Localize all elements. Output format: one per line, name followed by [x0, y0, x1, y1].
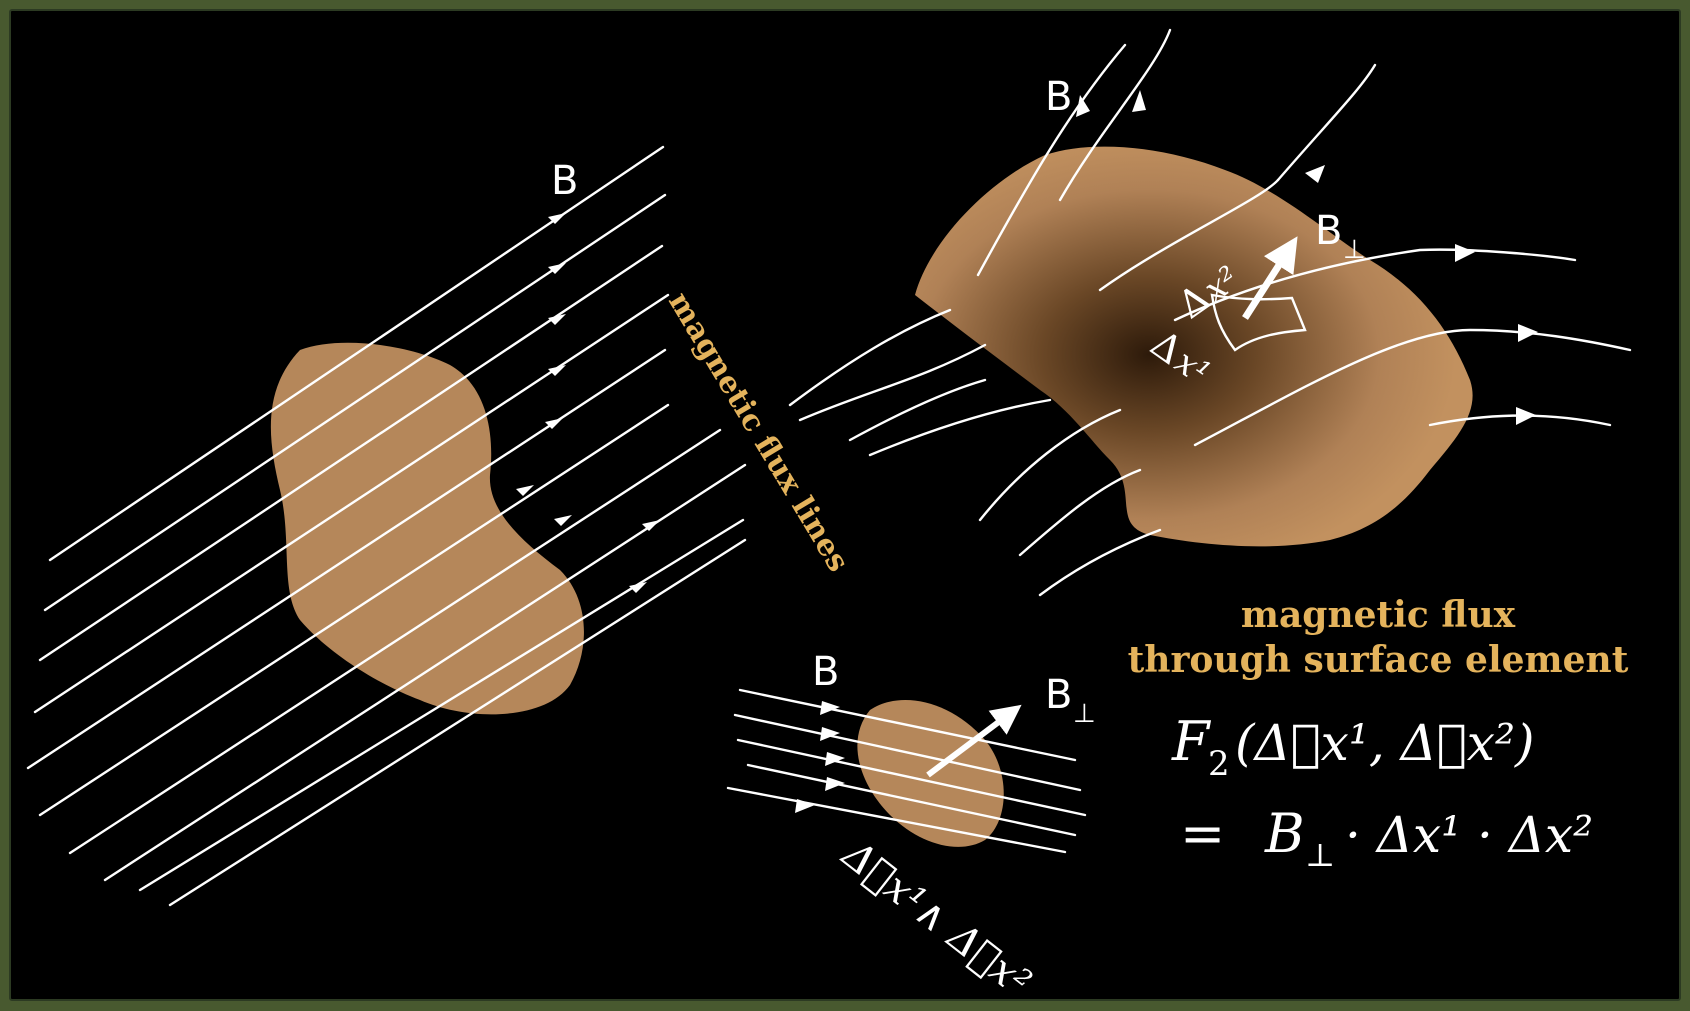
b-label-left: B	[551, 158, 578, 204]
formula-func: F	[1171, 710, 1212, 773]
curved-surface-group: B B ⊥ Δ x² Δ x¹	[790, 30, 1630, 595]
caption-line-2: through surface element	[1128, 639, 1629, 681]
curved-flux-line	[1278, 65, 1375, 180]
arrowhead	[1305, 165, 1325, 183]
b-label-top-right: B	[1045, 74, 1072, 120]
left-surface	[271, 343, 584, 715]
arrowhead	[825, 752, 845, 766]
small-surface-group: B B ⊥ Δ⃗x¹∧ Δ⃗x²	[728, 649, 1096, 1006]
arrowhead	[825, 777, 845, 791]
arrowhead	[1518, 324, 1538, 342]
wedge-product-label: Δ⃗x¹∧ Δ⃗x²	[832, 830, 1039, 1006]
curved-flux-line	[870, 400, 1050, 455]
formula-args: (Δ⃗x¹, Δ⃗x²)	[1235, 714, 1535, 772]
curved-flux-line	[790, 310, 950, 405]
left-flux-group: B	[28, 147, 745, 905]
formula-b: B	[1264, 802, 1305, 865]
b-perp-sub-top: ⊥	[1343, 235, 1366, 265]
arrowhead	[554, 515, 572, 526]
caption-line-1: magnetic flux	[1241, 594, 1516, 636]
formula-rest: · Δx¹ · Δx²	[1345, 806, 1593, 864]
arrowhead	[820, 727, 840, 741]
b-label-small: B	[812, 649, 839, 695]
b-perp-label-top: B	[1315, 208, 1342, 254]
arrowhead	[1132, 90, 1146, 112]
flux-lines-label: magnetic flux lines	[661, 286, 856, 578]
arrowhead	[1516, 407, 1536, 425]
arrowhead	[1455, 244, 1475, 262]
formula-equals: =	[1180, 802, 1225, 865]
b-perp-sub-small: ⊥	[1073, 699, 1096, 729]
formula-sub: 2	[1208, 744, 1230, 784]
formula-b-sub: ⊥	[1305, 836, 1335, 874]
curved-flux-line	[800, 345, 985, 420]
arrowhead	[548, 365, 566, 376]
curved-flux-line	[1020, 470, 1140, 555]
formula: F 2 (Δ⃗x¹, Δ⃗x²) = B ⊥ · Δx¹ · Δx²	[1171, 710, 1593, 874]
arrowhead	[820, 701, 840, 715]
arrowhead	[795, 799, 815, 813]
curved-flux-line	[1040, 530, 1160, 595]
curved-flux-line	[850, 380, 985, 440]
b-perp-label-small: B	[1045, 672, 1072, 718]
